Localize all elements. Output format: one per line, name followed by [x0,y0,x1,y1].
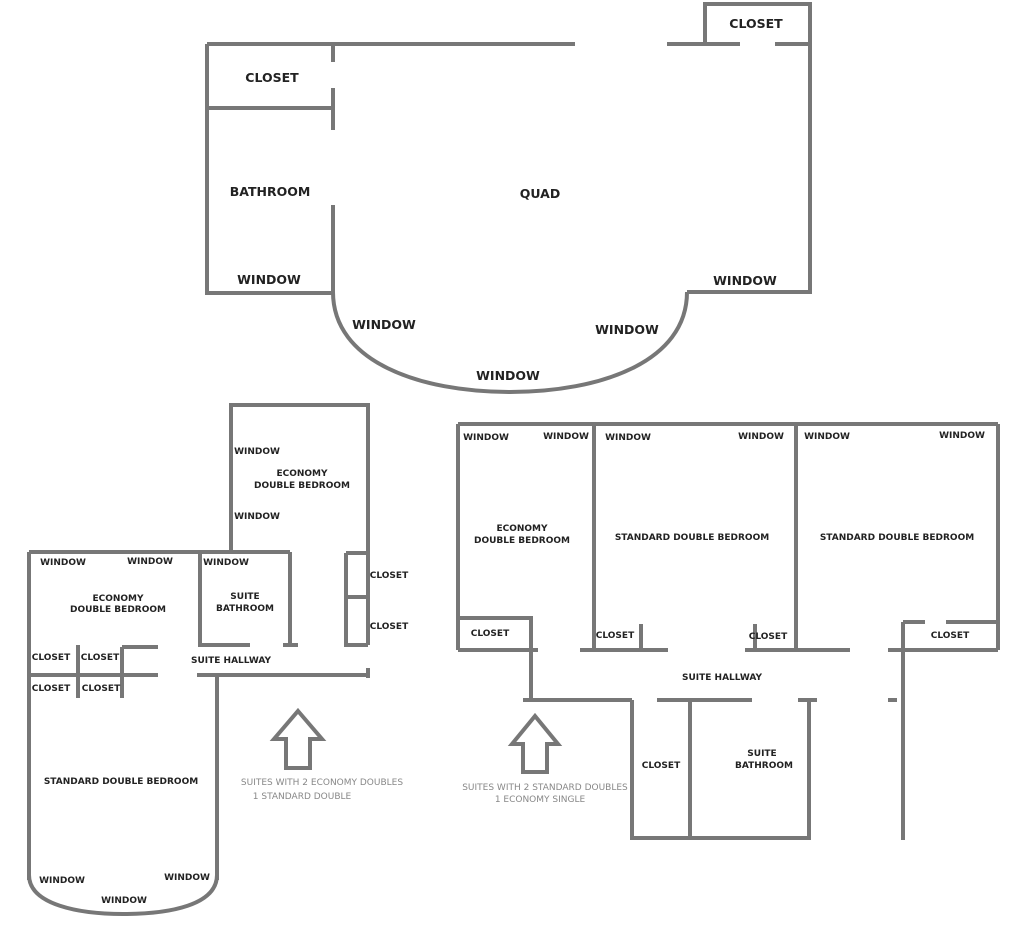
closet-label: CLOSET [642,761,681,771]
room-label: DOUBLE BEDROOM [254,481,350,491]
room-label: STANDARD DOUBLE BEDROOM [44,777,198,787]
window-label: WINDOW [203,558,249,568]
closet-label: CLOSET [471,629,510,639]
suite-note: 1 STANDARD DOUBLE [253,792,352,802]
window-label: WINDOW [234,512,280,522]
window-label: WINDOW [738,432,784,442]
window-label: WINDOW [463,433,509,443]
suite-standard-floor-plan: WINDOW WINDOW WINDOW WINDOW WINDOW WINDO… [456,422,1000,840]
room-label: STANDARD DOUBLE BEDROOM [820,533,974,543]
room-label: DOUBLE BEDROOM [70,605,166,615]
closet-label: CLOSET [81,653,120,663]
window-label: WINDOW [804,432,850,442]
bathroom-label: SUITE [230,592,259,602]
up-arrow-icon [269,707,327,770]
bathroom-label: BATHROOM [216,604,274,614]
window-label: WINDOW [39,876,85,886]
closet-label: CLOSET [32,653,71,663]
suite-note: 1 ECONOMY SINGLE [495,795,586,805]
closet-label: CLOSET [931,631,970,641]
window-label: WINDOW [237,272,301,287]
suite-b-walls [456,422,1000,840]
up-arrow-icon [507,712,563,774]
window-label: WINDOW [543,432,589,442]
window-label: WINDOW [101,896,147,906]
window-label: WINDOW [352,317,416,332]
closet-label: CLOSET [370,622,409,632]
room-label: STANDARD DOUBLE BEDROOM [615,533,769,543]
window-label: WINDOW [939,431,985,441]
window-label: WINDOW [595,322,659,337]
room-label: ECONOMY [496,524,548,534]
window-label: WINDOW [605,433,651,443]
bathroom-label: SUITE [747,749,776,759]
quad-walls [205,2,812,395]
closet-label: CLOSET [596,631,635,641]
closet-label: CLOSET [370,571,409,581]
closet-label: CLOSET [82,684,121,694]
window-label: WINDOW [713,273,777,288]
closet-label: CLOSET [749,632,788,642]
bathroom-label: BATHROOM [735,761,793,771]
closet-label: CLOSET [729,16,783,31]
room-label: ECONOMY [92,594,144,604]
closet-label: CLOSET [245,70,299,85]
window-label: WINDOW [164,873,210,883]
hallway-label: SUITE HALLWAY [682,673,762,683]
window-label: WINDOW [127,557,173,567]
window-label: WINDOW [476,368,540,383]
suite-note: SUITES WITH 2 STANDARD DOUBLES [462,783,628,793]
suite-note: SUITES WITH 2 ECONOMY DOUBLES [241,778,403,788]
room-label: ECONOMY [276,469,328,479]
window-label: WINDOW [40,558,86,568]
window-label: WINDOW [234,447,280,457]
suite-economy-floor-plan: WINDOW ECONOMY DOUBLE BEDROOM WINDOW WIN… [27,403,409,917]
bathroom-label: BATHROOM [230,184,311,199]
room-label: DOUBLE BEDROOM [474,536,570,546]
suite-a-walls [27,403,370,917]
hallway-label: SUITE HALLWAY [191,656,271,666]
quad-floor-plan: CLOSET CLOSET BATHROOM QUAD WINDOW WINDO… [205,2,812,395]
closet-label: CLOSET [32,684,71,694]
quad-label: QUAD [520,186,560,201]
